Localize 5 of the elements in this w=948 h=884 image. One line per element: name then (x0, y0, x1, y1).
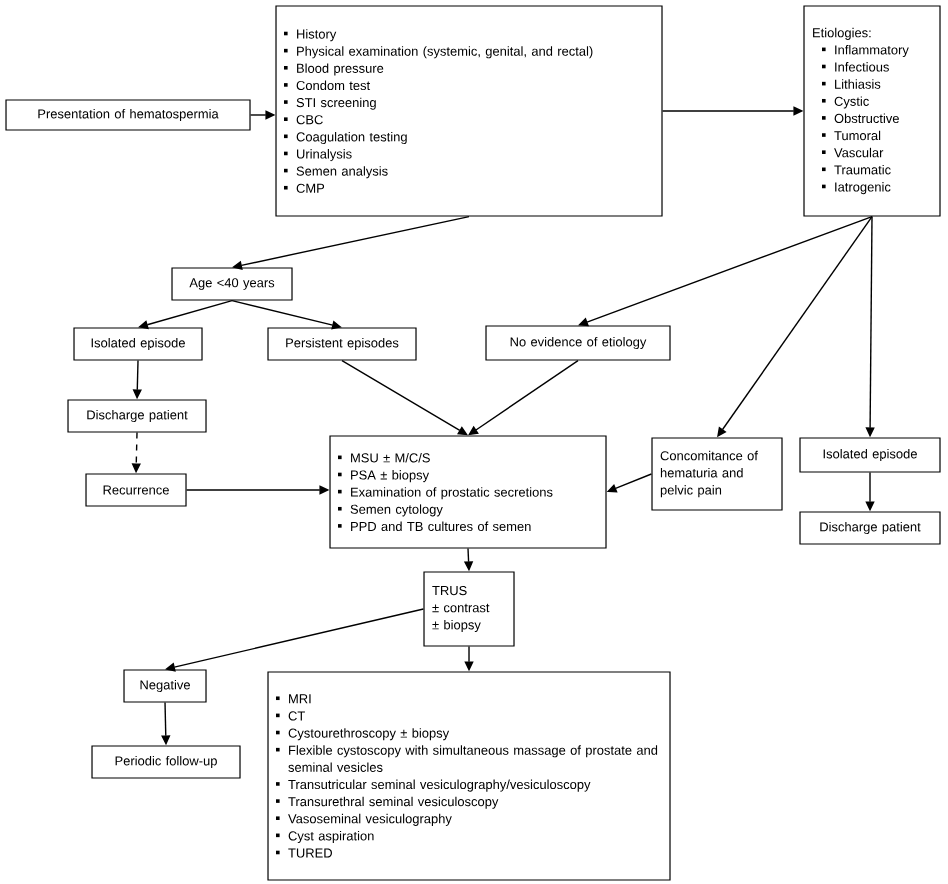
arrow (468, 359, 579, 436)
arrow (231, 299, 342, 330)
arrow (341, 359, 468, 436)
arrow (578, 215, 873, 327)
arrow (138, 299, 233, 330)
